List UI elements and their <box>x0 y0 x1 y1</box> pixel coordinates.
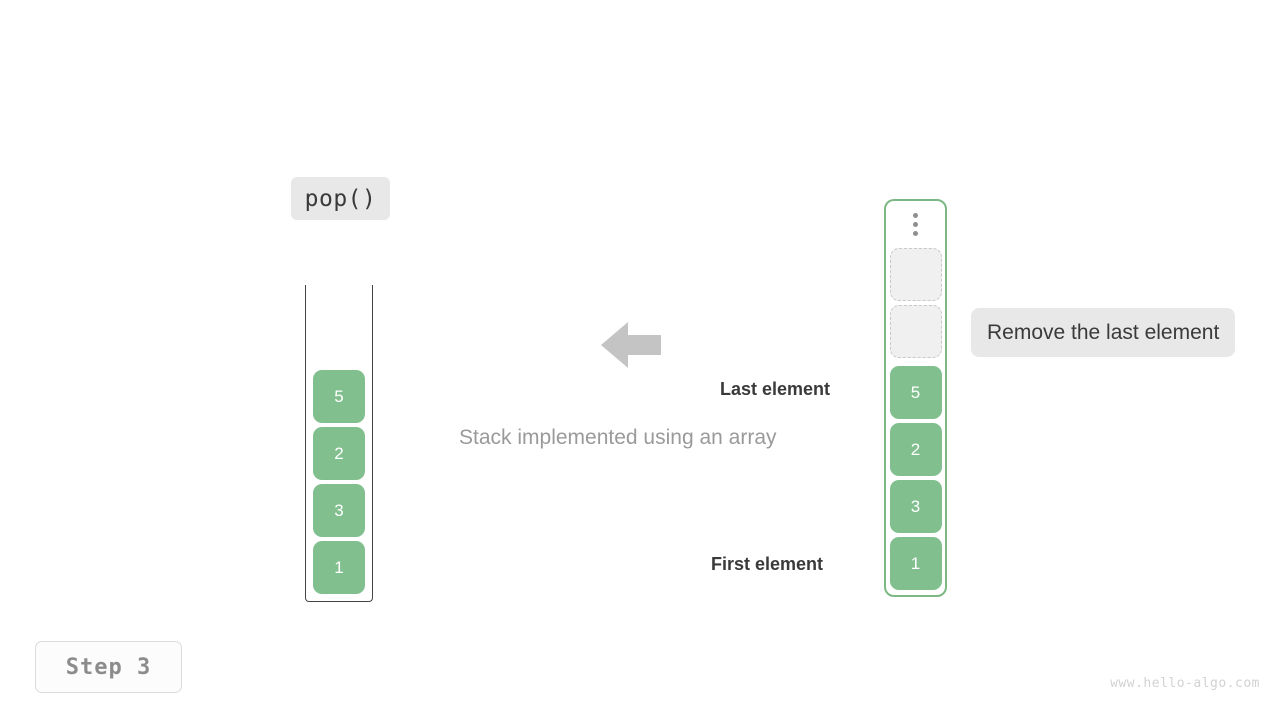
stack-cell: 2 <box>313 427 365 480</box>
empty-slot <box>889 248 942 301</box>
array-stack-container: 5 2 3 1 <box>884 199 947 597</box>
stack-cell: 5 <box>889 366 942 419</box>
center-caption: Stack implemented using an array <box>459 426 777 449</box>
step-badge: Step 3 <box>35 641 182 693</box>
abstract-stack-cells: 5 2 3 1 <box>306 370 372 594</box>
arrow-left-icon <box>601 320 661 370</box>
stack-cell: 1 <box>313 541 365 594</box>
abstract-stack-container: 5 2 3 1 <box>305 285 373 602</box>
vertical-ellipsis-icon <box>886 213 945 236</box>
stack-cell: 3 <box>889 480 942 533</box>
stack-cell: 5 <box>313 370 365 423</box>
last-element-label: Last element <box>720 379 831 399</box>
first-element-label: First element <box>711 554 824 574</box>
array-empty-slots <box>886 248 945 358</box>
empty-slot <box>889 305 942 358</box>
annotation-note: Remove the last element <box>971 308 1236 357</box>
stack-cell: 3 <box>313 484 365 537</box>
array-stack-cells: 5 2 3 1 <box>886 366 945 590</box>
operation-label: pop() <box>291 177 390 220</box>
stack-cell: 2 <box>889 423 942 476</box>
watermark: www.hello-algo.com <box>1110 676 1260 691</box>
stack-cell: 1 <box>889 537 942 590</box>
